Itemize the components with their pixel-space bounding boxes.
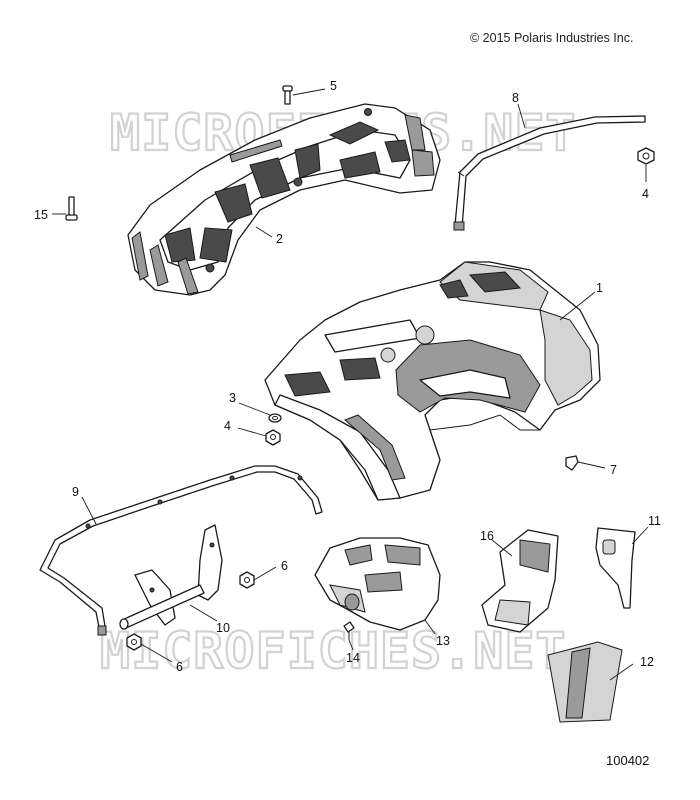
copyright-notice: © 2015 Polaris Industries Inc. (470, 31, 634, 45)
rivet-7-part (565, 455, 579, 471)
callout-14: 14 (346, 651, 360, 665)
inner-fender-13-part (314, 537, 441, 631)
callout-16: 16 (480, 529, 494, 543)
splash-guard-11-part (595, 527, 636, 609)
panel-12-part (547, 641, 623, 723)
callout-6b: 6 (176, 660, 183, 674)
callout-3: 3 (229, 391, 236, 405)
nut-4a-part (637, 147, 655, 165)
nut-6a-part (239, 571, 255, 589)
nut-6b-part (126, 633, 142, 651)
callout-6a: 6 (281, 559, 288, 573)
clip-14-part (343, 621, 355, 640)
rail-9-part (39, 465, 323, 636)
callout-4b: 4 (642, 187, 649, 201)
callout-13: 13 (436, 634, 450, 648)
bracket-10-part (119, 524, 223, 630)
leader-lines (52, 88, 649, 681)
callout-4a: 4 (224, 419, 231, 433)
nut-4b-part (265, 429, 281, 446)
callout-2: 2 (276, 232, 283, 246)
mud-flap-16-part (481, 529, 559, 633)
callout-5: 5 (330, 79, 337, 93)
rail-8-part (453, 115, 646, 231)
rear-rack-part (127, 103, 441, 296)
washer-3-part (268, 413, 282, 423)
callout-15: 15 (34, 208, 48, 222)
callout-1: 1 (596, 281, 603, 295)
callout-8: 8 (512, 91, 519, 105)
rear-fender-part (264, 261, 601, 501)
callout-12: 12 (640, 655, 654, 669)
callout-11: 11 (648, 514, 661, 528)
callout-numbers: 1 2 3 4 4 5 6 6 7 8 9 10 11 12 13 14 15 … (34, 79, 661, 674)
bolt-5-part (282, 85, 293, 105)
watermark-bottom: MICROFICHES.NET (100, 622, 567, 680)
callout-7: 7 (610, 463, 617, 477)
callout-9: 9 (72, 485, 79, 499)
document-number: 100402 (606, 753, 650, 768)
bolt-15-part (65, 196, 78, 221)
callout-10: 10 (216, 621, 230, 635)
